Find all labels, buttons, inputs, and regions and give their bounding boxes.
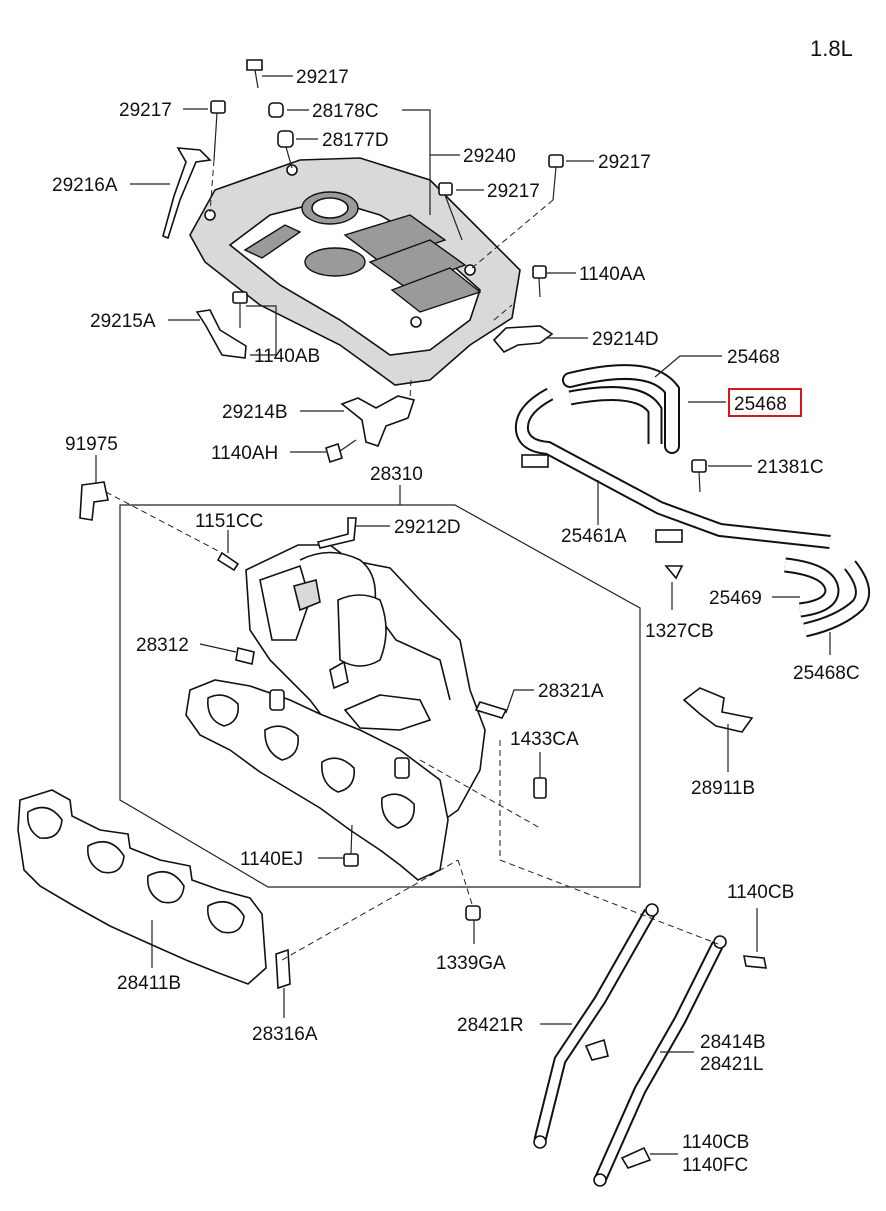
bolt-1140CB-lower[interactable] (620, 1146, 652, 1169)
label-28178C[interactable]: 28178C (312, 101, 379, 122)
label-29217-right[interactable]: 29217 (598, 152, 651, 173)
label-21381C[interactable]: 21381C (757, 457, 824, 478)
label-1140AH[interactable]: 1140AH (211, 443, 278, 464)
label-1140AA[interactable]: 1140AA (579, 264, 646, 285)
nut-1339GA[interactable] (465, 905, 481, 921)
bolt-1140AB[interactable] (232, 291, 248, 328)
label-29216A[interactable]: 29216A (52, 175, 118, 196)
bracket-91975[interactable] (79, 481, 109, 521)
hose-25468-upper[interactable] (562, 364, 680, 454)
gasket-28411B[interactable] (17, 789, 267, 985)
part-highlight-box (728, 388, 802, 417)
label-1140EJ[interactable]: 1140EJ (240, 849, 303, 870)
label-1140FC[interactable]: 1140FC (682, 1155, 748, 1176)
label-28414B[interactable]: 28414B (700, 1032, 766, 1053)
label-1140CB-lower[interactable]: 1140CB (682, 1132, 749, 1153)
label-25461A[interactable]: 25461A (561, 526, 627, 547)
clip-1327CB[interactable] (664, 565, 684, 580)
label-28421L[interactable]: 28421L (700, 1054, 763, 1075)
label-28321A[interactable]: 28321A (538, 681, 604, 702)
label-28316A[interactable]: 28316A (252, 1024, 318, 1045)
label-29214B[interactable]: 29214B (222, 402, 288, 423)
bolt-1140AH[interactable] (325, 439, 357, 464)
label-28310[interactable]: 28310 (370, 464, 423, 485)
bracket-28911B[interactable] (682, 687, 754, 733)
bracket-29214B[interactable] (340, 379, 416, 447)
label-28312[interactable]: 28312 (136, 635, 189, 656)
hose-25468C[interactable] (803, 560, 870, 638)
leader-lines (95, 75, 831, 1155)
label-28421R[interactable]: 28421R (457, 1015, 524, 1036)
stay-28421L[interactable] (593, 935, 727, 1187)
bolt-29217-top[interactable] (246, 59, 263, 89)
cap-28177D[interactable] (277, 130, 294, 169)
manifold-group-frame (119, 504, 641, 888)
exhaust-ports-flange[interactable] (185, 679, 449, 881)
pipe-25461A[interactable] (514, 387, 831, 549)
dowel-1433CA[interactable] (533, 777, 547, 799)
label-29215A[interactable]: 29215A (90, 311, 156, 332)
label-28177D[interactable]: 28177D (322, 130, 389, 151)
bolt-1140AA[interactable] (532, 265, 547, 298)
label-1151CC[interactable]: 1151CC (195, 511, 263, 532)
label-25469[interactable]: 25469 (709, 588, 762, 609)
label-25468-highlighted[interactable]: 25468 (734, 394, 787, 415)
label-1140CB-upper[interactable]: 1140CB (727, 882, 794, 903)
label-29217-top[interactable]: 29217 (296, 67, 349, 88)
label-25468-upper[interactable]: 25468 (727, 347, 780, 368)
cap-28178C[interactable] (268, 102, 284, 118)
label-29217-center[interactable]: 29217 (487, 181, 540, 202)
label-1327CB[interactable]: 1327CB (645, 621, 714, 642)
bracket-29216A[interactable] (162, 147, 212, 240)
label-1140AB[interactable]: 1140AB (254, 346, 320, 367)
bolt-28312[interactable] (235, 647, 255, 665)
clip-28316A[interactable] (275, 948, 291, 990)
label-28911B[interactable]: 28911B (691, 778, 755, 799)
label-91975[interactable]: 91975 (65, 434, 118, 455)
engine-cover[interactable] (189, 157, 521, 386)
bolt-29217-center[interactable] (438, 182, 463, 241)
bolt-1140EJ[interactable] (343, 824, 359, 867)
intake-manifold[interactable] (245, 544, 486, 831)
label-29214D[interactable]: 29214D (592, 329, 659, 350)
label-29217-left[interactable]: 29217 (119, 100, 172, 121)
bracket-29215A[interactable] (195, 309, 247, 359)
label-29212D[interactable]: 29212D (394, 517, 461, 538)
label-1339GA[interactable]: 1339GA (436, 953, 506, 974)
engine-size-label: 1.8L (810, 36, 853, 61)
stay-28421R[interactable] (533, 903, 659, 1149)
label-1433CA[interactable]: 1433CA (510, 729, 579, 750)
bolt-28321A[interactable] (474, 701, 508, 719)
pipe-29212D[interactable] (316, 517, 357, 549)
bolt-21381C[interactable] (691, 459, 707, 493)
bolt-1140CB-upper[interactable] (743, 955, 767, 969)
bolt-1151CC[interactable] (216, 551, 240, 572)
label-25468C[interactable]: 25468C (793, 663, 860, 684)
label-28411B[interactable]: 28411B (117, 973, 181, 994)
assembly-guide-lines (105, 491, 719, 961)
bolt-29217-left[interactable] (209, 100, 226, 213)
bolt-29217-right[interactable] (471, 154, 564, 269)
hose-25469[interactable] (784, 557, 840, 618)
label-29240[interactable]: 29240 (463, 146, 516, 167)
